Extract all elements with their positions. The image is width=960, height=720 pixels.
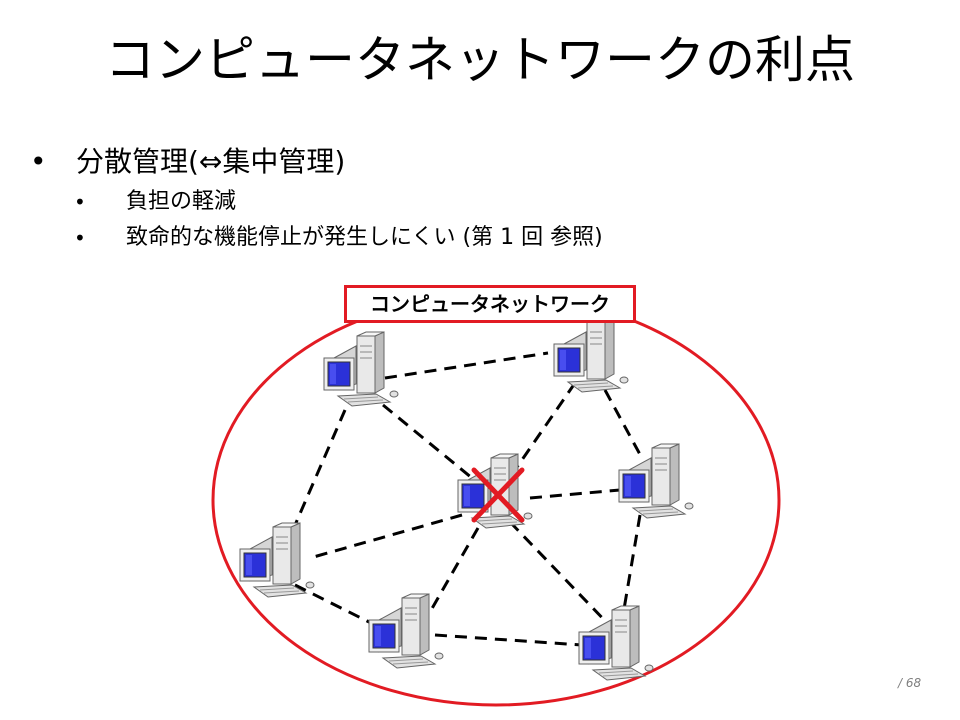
link-center-bottomright xyxy=(508,520,614,630)
bullet-list: • 分散管理(⇔集中管理) • 負担の軽減 • 致命的な機能停止が発生しにくい … xyxy=(30,140,930,256)
link-topleft-topright xyxy=(384,351,549,380)
link-center-right xyxy=(529,488,621,500)
link-center-left xyxy=(309,513,463,560)
bullet-main-text: 分散管理(⇔集中管理) xyxy=(76,145,346,178)
sub-bullet-text: 致命的な機能停止が発生しにくい (第 1 回 参照) xyxy=(126,225,603,250)
network-label: コンピュータネットワーク xyxy=(344,285,636,323)
sub-bullet-load: • 負担の軽減 xyxy=(30,184,930,220)
bullet-marker: • xyxy=(30,145,47,178)
link-bottomleft-bottomright xyxy=(434,633,583,647)
slide-title: コンピュータネットワークの利点 xyxy=(105,31,855,89)
computer-icon xyxy=(553,317,629,393)
computer-icon xyxy=(368,593,444,669)
link-right-bottomright xyxy=(621,514,642,616)
link-center-bottomleft xyxy=(428,527,480,613)
link-topright-right xyxy=(603,389,645,461)
computer-icon xyxy=(323,331,399,407)
link-topleft-center xyxy=(382,403,473,480)
bullet-main: • 分散管理(⇔集中管理) xyxy=(30,140,930,184)
computer-icon xyxy=(578,605,654,681)
link-topright-center xyxy=(513,382,577,471)
red-x-icon xyxy=(471,467,525,523)
link-left-bottomleft xyxy=(294,583,376,627)
page-number: / 68 xyxy=(898,676,922,690)
sub-bullet-failure: • 致命的な機能停止が発生しにくい (第 1 回 参照) xyxy=(30,220,930,256)
computer-icon xyxy=(239,522,315,598)
sub-bullet-marker: • xyxy=(74,190,86,214)
sub-bullet-marker: • xyxy=(74,226,86,250)
computer-icon xyxy=(618,443,694,519)
sub-bullet-text: 負担の軽減 xyxy=(126,189,237,214)
network-diagram xyxy=(211,293,781,707)
link-topleft-left xyxy=(290,409,347,533)
